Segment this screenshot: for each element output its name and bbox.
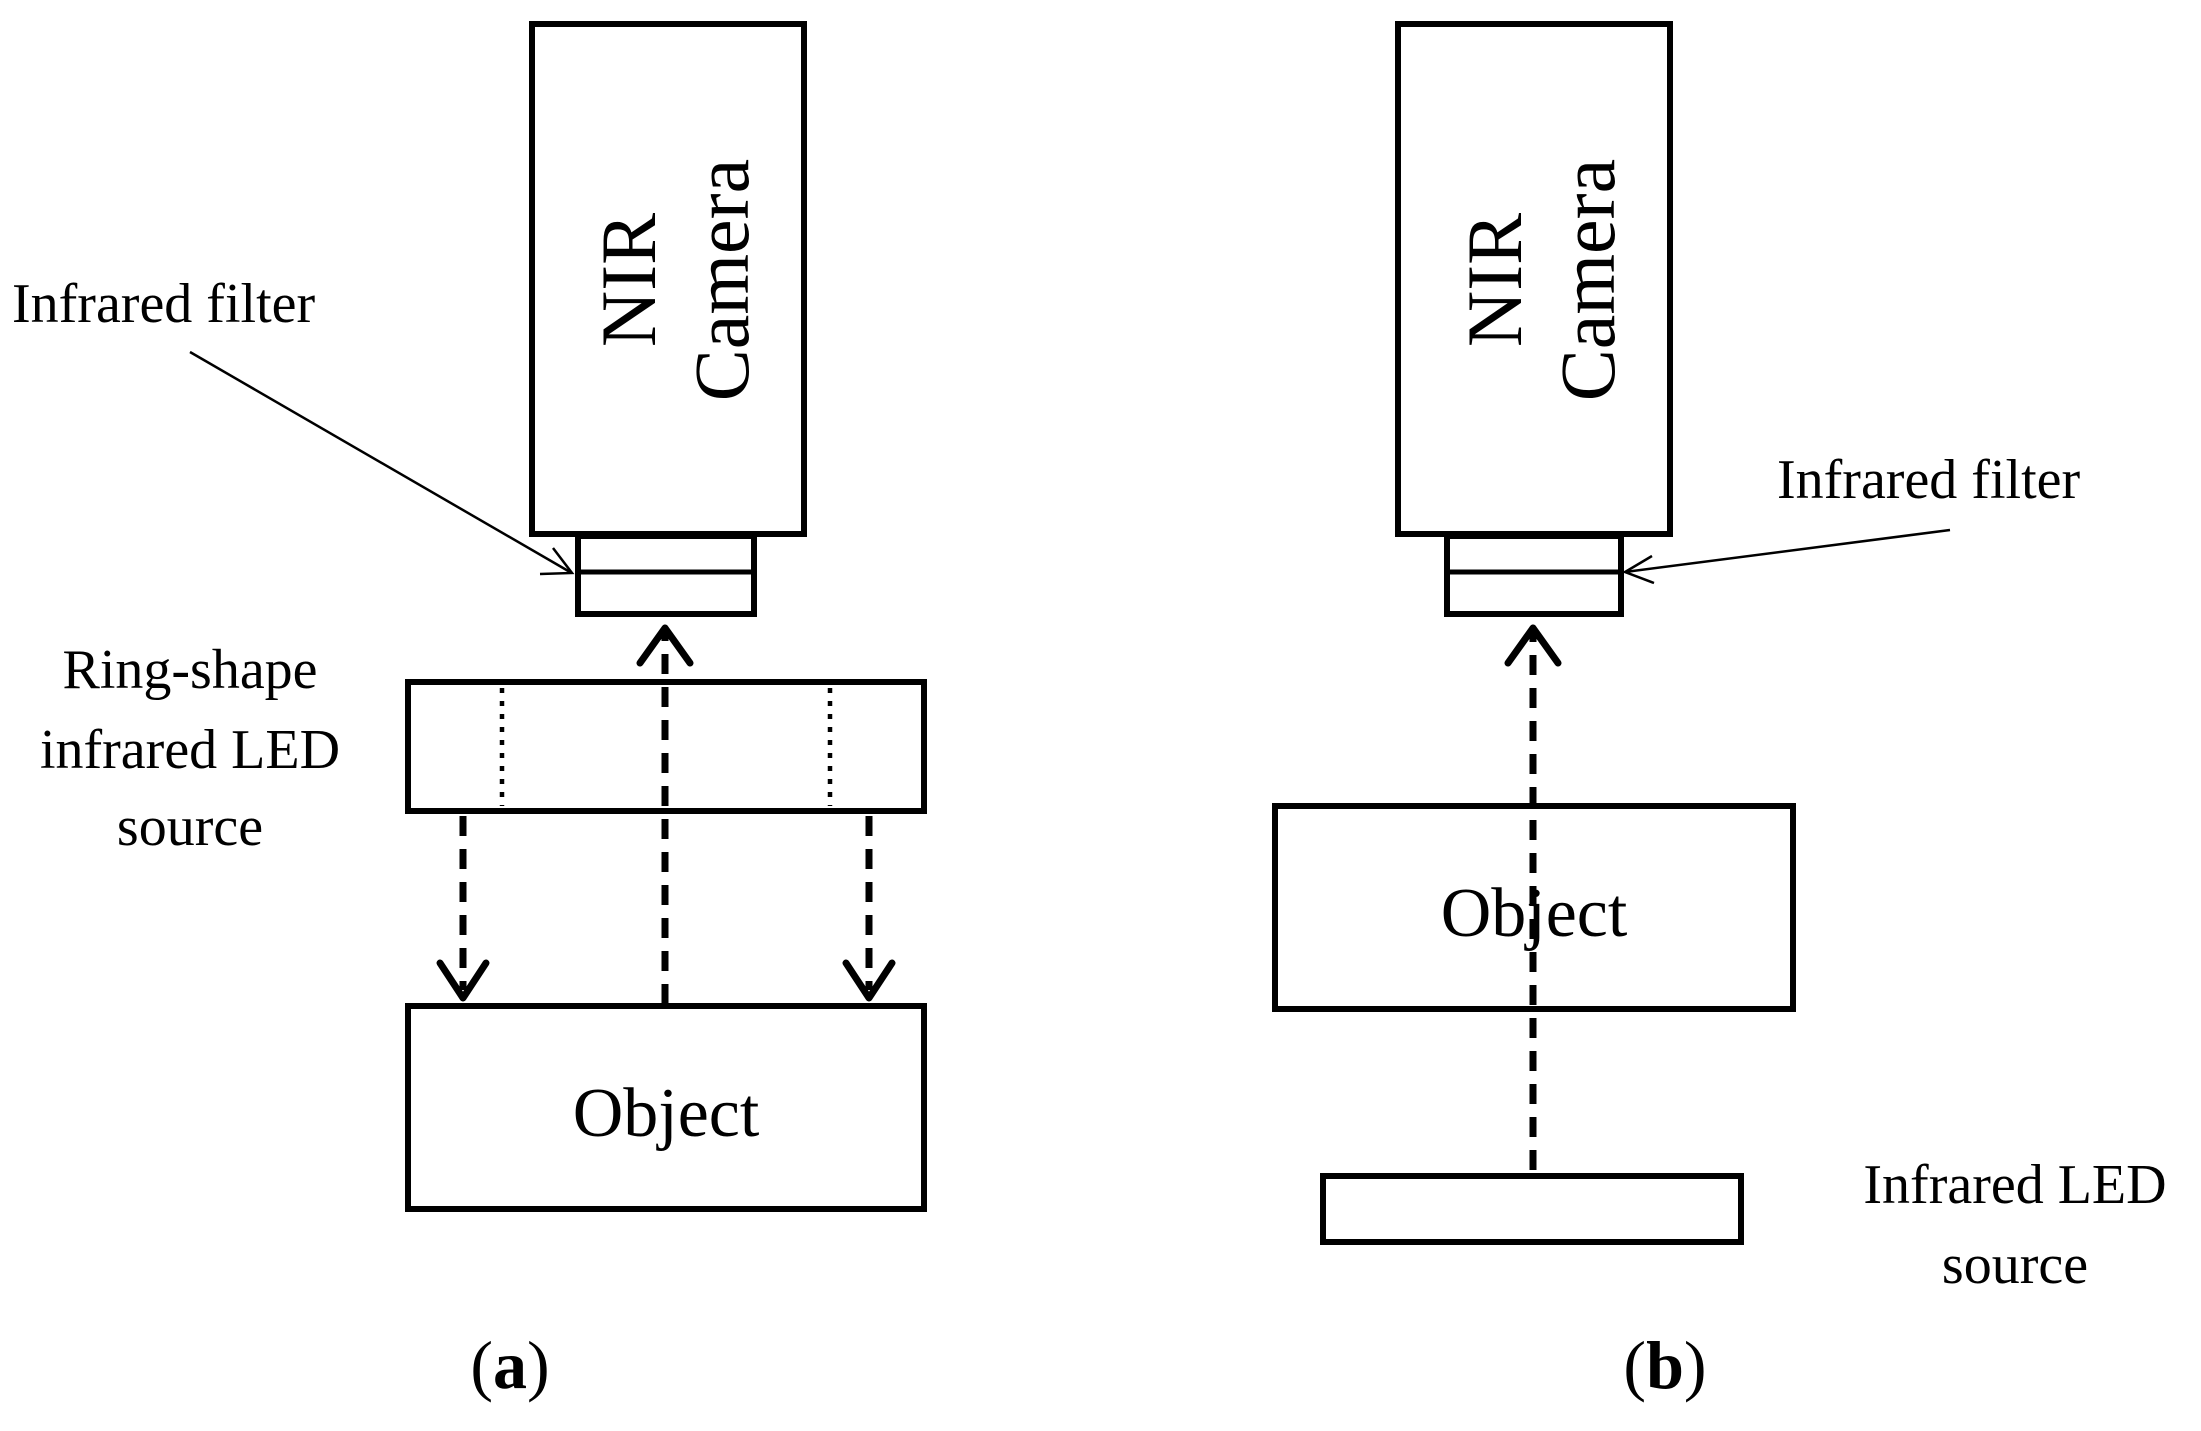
camera-label-line2-b: Camera (1544, 159, 1631, 402)
camera-label-line1-a: NIR (585, 213, 672, 347)
panel-b: NIR Camera Infrared filter Object Infrar… (1272, 21, 2167, 1403)
caption-a: (a) (470, 1327, 549, 1403)
object-box-b (1272, 803, 1796, 1012)
arrow-head-right-a (842, 959, 896, 1002)
arrow-head-left-a (436, 959, 490, 1002)
led-label-line1-b: Infrared LED (1863, 1154, 2166, 1216)
led-label-line2-b: source (1942, 1234, 2088, 1296)
arrow-head-up-b (1504, 624, 1562, 667)
camera-body-b (1395, 21, 1673, 537)
lens-b (1444, 533, 1624, 617)
arrow-head-up-a (636, 624, 694, 667)
filter-pointer-head-b (1622, 554, 1655, 585)
object-label-a: Object (573, 1075, 760, 1152)
led-label-line1-a: Ring-shape (62, 639, 317, 701)
led-label-line2-a: infrared LED (40, 719, 340, 781)
caption-letter-a: a (493, 1327, 527, 1403)
filter-label-a: Infrared filter (12, 273, 315, 335)
caption-letter-b: b (1646, 1327, 1684, 1403)
camera-label-line1-b: NIR (1451, 213, 1538, 347)
filter-label-b: Infrared filter (1777, 449, 2080, 511)
camera-label-line2-a: Camera (678, 159, 765, 402)
panel-a: NIR Camera Infrared filter Ring-shape in… (12, 21, 927, 1403)
lens-a (575, 533, 757, 617)
camera-body-a (529, 21, 807, 537)
filter-pointer-b (1624, 528, 1951, 574)
caption-b: (b) (1623, 1327, 1706, 1403)
led-label-line3-a: source (117, 796, 263, 858)
filter-pointer-head-a (539, 547, 575, 576)
object-label-b: Object (1441, 875, 1628, 952)
object-box-a (405, 1003, 927, 1212)
filter-pointer-a (189, 350, 571, 574)
led-source-b (1320, 1173, 1744, 1245)
